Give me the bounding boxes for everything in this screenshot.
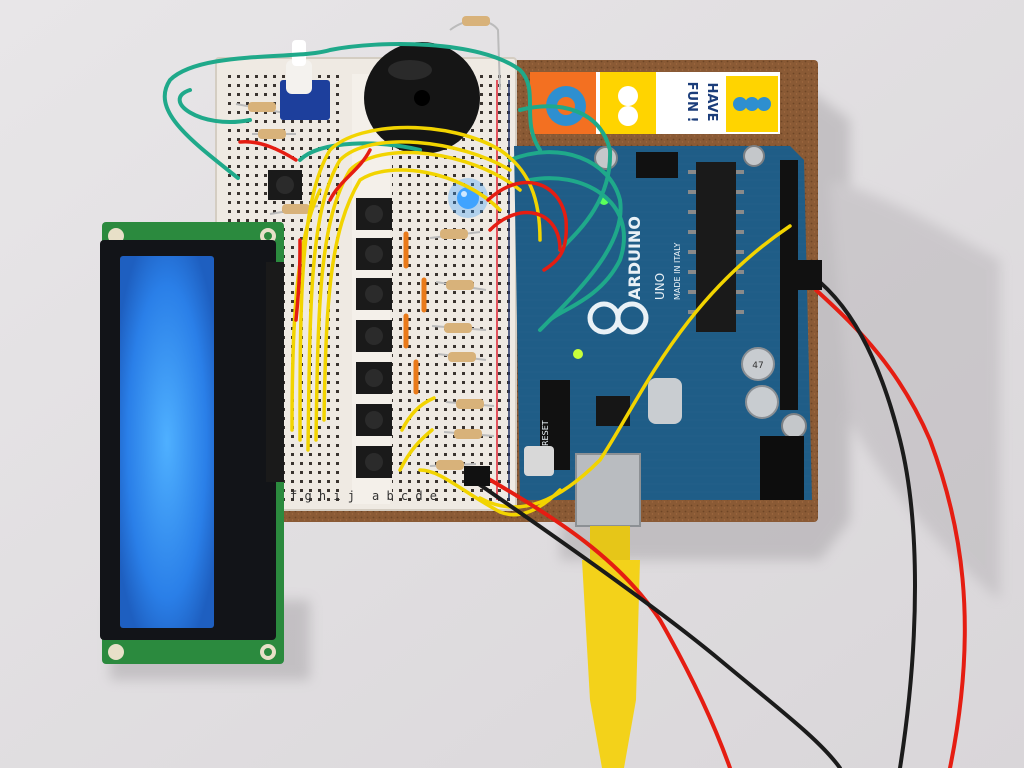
status-led [573, 349, 583, 359]
resistor [429, 460, 477, 470]
push-button [356, 320, 392, 352]
buzzer [364, 42, 480, 154]
resistor [443, 429, 495, 439]
push-button [356, 446, 392, 478]
potentiometer [280, 40, 330, 120]
lcd-module [100, 222, 284, 664]
resistor [252, 129, 296, 139]
short-jumpers [403, 231, 427, 395]
green-wires [162, 42, 626, 332]
arduino-brand: ARDUINO [625, 216, 644, 300]
arduino-reset-label: RESET [541, 420, 550, 446]
resistor [435, 280, 487, 291]
push-button [356, 278, 392, 310]
resistor [437, 352, 487, 362]
blue-led [448, 178, 488, 218]
crystal [648, 378, 682, 424]
arduino-infinity-logo [587, 301, 649, 335]
red-wires [238, 140, 569, 322]
resistor [445, 399, 495, 409]
screw-bottom [781, 413, 807, 439]
power-cable [464, 260, 967, 768]
lcd-header-pins [266, 262, 284, 482]
lcd-screen [120, 256, 214, 628]
push-button [356, 362, 392, 394]
breadboard-power-connector [464, 466, 490, 486]
capacitors: 47 [741, 347, 779, 419]
resistors [235, 16, 501, 470]
capacitor-label: 47 [752, 361, 763, 371]
arduino-model: UNO [653, 273, 667, 300]
chip-socket-pins [688, 170, 744, 314]
push-buttons [268, 170, 392, 478]
resistor [449, 16, 501, 91]
breadboard-col-labels-left: f g h i j [290, 489, 355, 503]
push-button [268, 170, 302, 200]
usb-cable [582, 526, 640, 768]
resistor [431, 323, 487, 333]
arduino-board: HAVE FUN ! ARDUINO UNO MADE IN ITALY RES… [514, 72, 812, 527]
have-fun-sticker: HAVE FUN ! [530, 72, 780, 134]
power-cable-connector [796, 260, 822, 290]
sticker-line2: FUN ! [684, 82, 699, 123]
pin-header-top [636, 152, 678, 178]
breadboard-col-labels-mid: a b c d e [372, 489, 437, 503]
push-button [356, 238, 392, 270]
usb-port [575, 453, 641, 527]
sticker-line1: HAVE [704, 83, 719, 122]
power-jack [760, 436, 804, 500]
screw-top [743, 145, 765, 167]
push-button [356, 404, 392, 436]
yellow-wires [290, 125, 792, 517]
arduino-made-in: MADE IN ITALY [673, 242, 682, 300]
pin-header-right [780, 160, 798, 410]
push-button [356, 198, 392, 230]
resistor [429, 229, 481, 239]
reset-button [524, 446, 554, 476]
